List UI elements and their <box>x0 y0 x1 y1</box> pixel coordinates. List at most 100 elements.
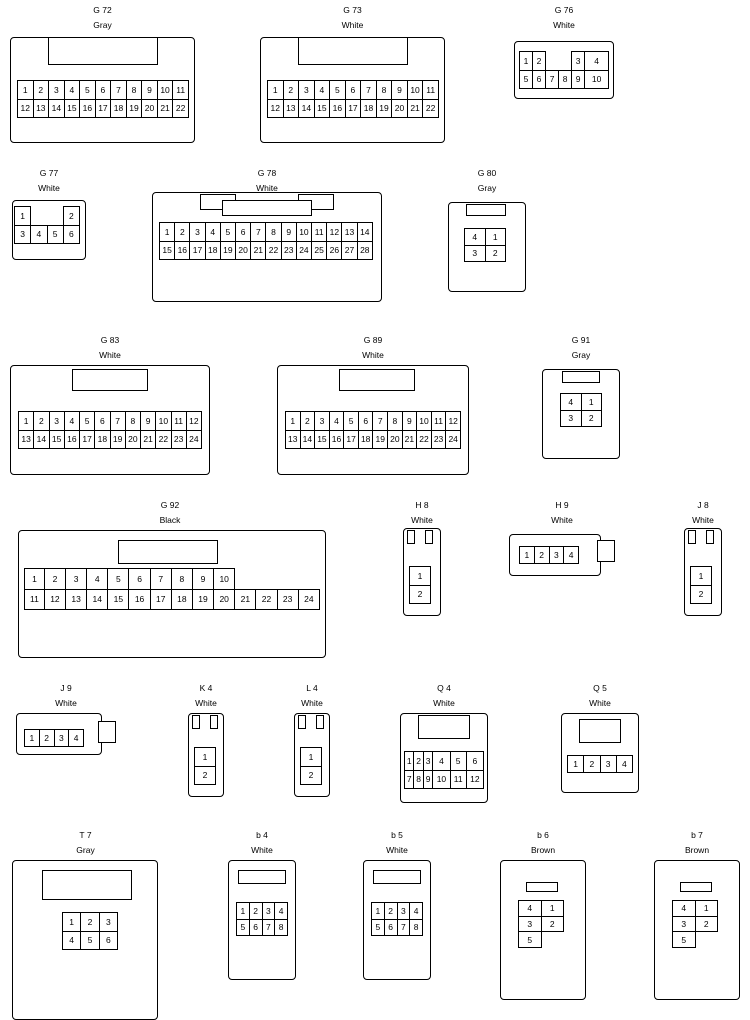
connector-id: G 92 <box>160 500 180 510</box>
pin-cell: 4 <box>63 80 81 100</box>
housing-latch <box>407 530 415 544</box>
pin-cell: 6 <box>248 918 263 936</box>
housing-latch <box>238 870 286 884</box>
pin-cell: 15 <box>107 588 130 610</box>
pin-cell: 11 <box>24 588 45 610</box>
pin-cell: 12 <box>465 769 485 789</box>
connector-color: Gray <box>93 20 112 30</box>
pin-cell: 2 <box>38 729 55 747</box>
pin-cell: 13 <box>17 429 35 449</box>
connector-color: Black <box>159 515 181 525</box>
pin-cell: 6 <box>532 69 547 89</box>
pin-cell: 1 <box>13 206 32 226</box>
connector-color: White <box>55 698 77 708</box>
pin-cell: 3 <box>422 751 434 771</box>
pin-cell: 1 <box>300 747 322 767</box>
pin-cell: 11 <box>449 769 467 789</box>
pin-cell: 3 <box>298 80 315 100</box>
connector-id: H 9 <box>555 500 569 510</box>
pin-cell: 12 <box>17 98 34 118</box>
pin-cell: 2 <box>32 80 50 100</box>
housing-latch <box>466 204 506 216</box>
pin-cell: 10 <box>156 80 174 100</box>
pin-cell: 2 <box>413 751 424 771</box>
pin-cell: 1 <box>24 729 40 747</box>
housing-latch <box>418 715 470 739</box>
pin-cell: 24 <box>445 429 461 449</box>
pin-cell: 1 <box>17 411 35 431</box>
pin-cell: 26 <box>326 240 343 260</box>
pin-cell: 1 <box>158 222 176 242</box>
housing-latch <box>562 371 600 383</box>
connector-color: Brown <box>530 845 556 855</box>
pin-cell: 1 <box>694 900 718 917</box>
pin-cell: 15 <box>158 240 176 260</box>
pin-cell: 5 <box>343 411 359 431</box>
pin-cell: 3 <box>396 902 411 920</box>
connector-color: White <box>589 698 611 708</box>
pin-cell: 13 <box>285 429 301 449</box>
pin-cell: 1 <box>690 566 712 586</box>
connector-id: b 5 <box>391 830 403 840</box>
pin-cell: 16 <box>128 588 151 610</box>
pin-cell: 3 <box>65 568 88 590</box>
connector-id: G 73 <box>343 5 362 15</box>
pin-cell: 5 <box>518 931 542 948</box>
pin-cell: 5 <box>79 80 96 100</box>
pin-cell: 9 <box>141 80 158 100</box>
pin-cell: 5 <box>80 930 100 950</box>
pin-cell: 5 <box>107 568 130 590</box>
housing-latch <box>579 719 621 743</box>
pin-cell <box>545 51 559 70</box>
pin-cell: 2 <box>80 912 100 932</box>
pin-cell: 10 <box>155 411 172 431</box>
pin-cell: 15 <box>63 98 81 118</box>
pin-cell: 6 <box>383 918 398 936</box>
pin-cell: 3 <box>13 224 32 244</box>
pin-cell: 1 <box>519 546 535 564</box>
pin-cell: 5 <box>329 80 346 100</box>
connector-color: Gray <box>76 845 95 855</box>
housing-latch <box>72 369 148 391</box>
pin-cell: 8 <box>375 80 393 100</box>
pin-cell: 23 <box>280 240 297 260</box>
pin-cell: 1 <box>566 755 585 773</box>
pin-cell: 20 <box>387 429 403 449</box>
pin-cell: 9 <box>391 80 408 100</box>
connector-id: b 7 <box>691 830 703 840</box>
pin-cell: 2 <box>532 51 547 71</box>
pin-cell: 7 <box>372 411 389 431</box>
pin-cell: 7 <box>250 222 267 242</box>
pin-cell: 19 <box>191 588 215 610</box>
pin-cell: 8 <box>387 411 403 431</box>
pin-cell: 10 <box>432 769 451 789</box>
housing-latch <box>526 882 558 892</box>
pin-cell: 18 <box>360 98 377 118</box>
pin-cell: 13 <box>341 222 358 242</box>
pin-cell: 21 <box>156 98 174 118</box>
pin-cell: 8 <box>274 918 288 936</box>
connector-id: b 6 <box>537 830 549 840</box>
housing-latch <box>597 540 615 562</box>
pin-cell: 6 <box>98 930 119 950</box>
pin-cell: 9 <box>422 769 434 789</box>
pin-cell: 22 <box>422 98 439 118</box>
connector-id: G 80 <box>477 168 497 178</box>
pin-cell: 3 <box>560 409 582 427</box>
pin-cell: 23 <box>276 588 299 610</box>
pin-cell: 10 <box>406 80 424 100</box>
pin-cell: 2 <box>383 902 398 920</box>
pin-cell: 3 <box>548 546 565 564</box>
pin-cell: 16 <box>329 98 346 118</box>
connector-color: White <box>256 183 278 193</box>
pin-cell: 5 <box>449 751 467 771</box>
pin-cell: 24 <box>297 588 321 610</box>
pin-cell: 5 <box>236 918 250 936</box>
pin-cell: 15 <box>314 429 330 449</box>
pin-cell: 2 <box>300 765 322 785</box>
pin-cell: 19 <box>375 98 393 118</box>
pin-cell: 9 <box>191 568 215 590</box>
